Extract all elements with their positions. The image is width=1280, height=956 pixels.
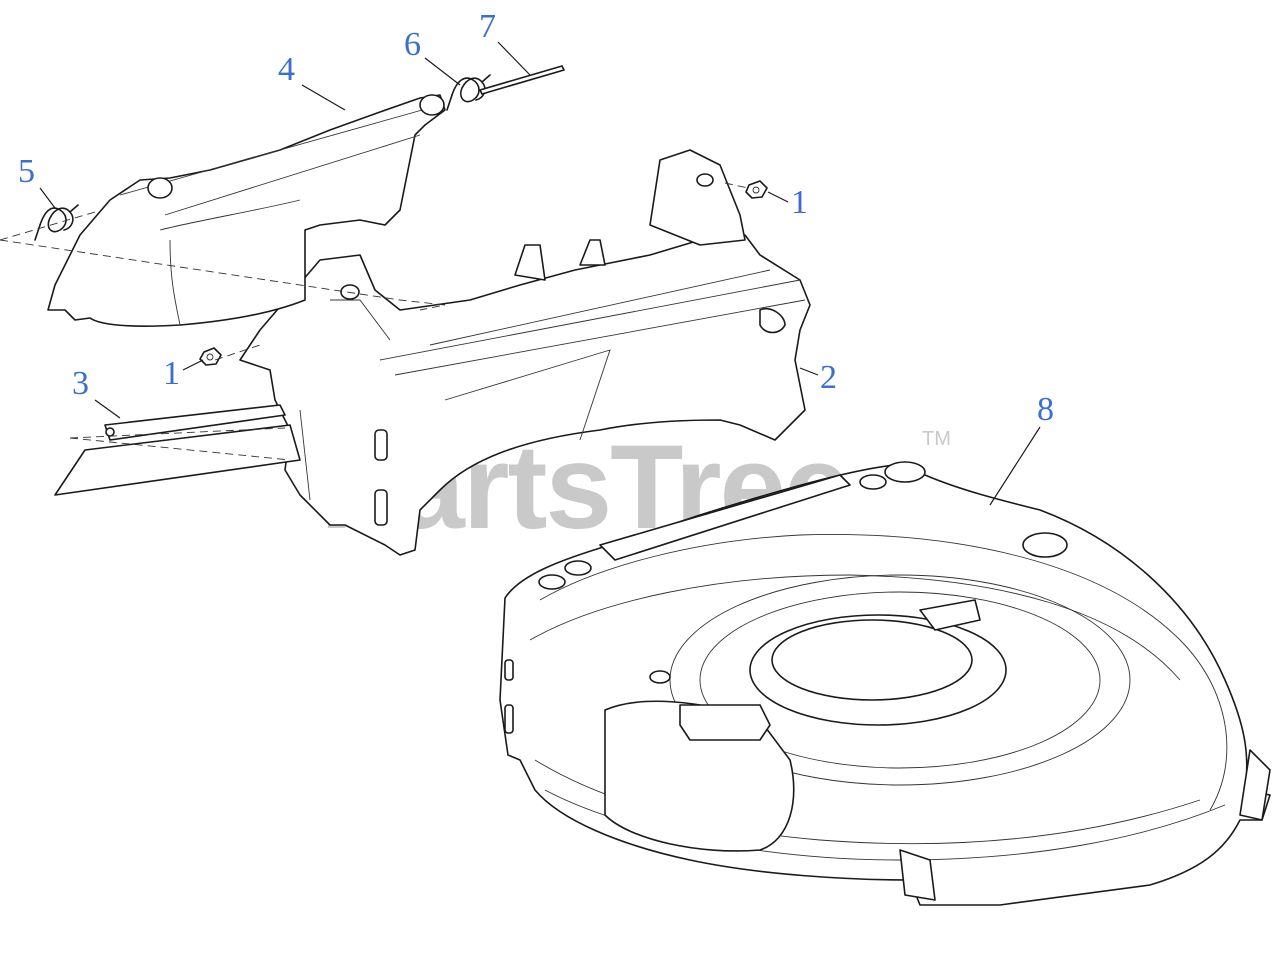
leader-lines [39,41,1041,506]
callout-4: 4 [278,51,295,88]
callout-1-right: 1 [791,184,808,221]
callout-3: 3 [72,365,89,402]
callout-6: 6 [404,26,421,63]
alignment-lines [0,182,749,461]
callout-5: 5 [18,153,35,190]
spring-left-part [34,204,79,241]
watermark-trademark: TM [922,428,951,450]
pin-part [479,65,565,95]
callout-1-left: 1 [163,355,180,392]
callout-7: 7 [479,8,496,45]
rear-flap-part [47,94,446,327]
nut-right-part [745,180,768,199]
callout-2: 2 [820,359,837,396]
rear-frame-part [239,149,811,556]
deck-part [499,461,1271,906]
spring-right-part [446,74,491,111]
nut-left-part [199,347,222,366]
hinge-rod-part [54,404,301,496]
callout-8: 8 [1037,391,1054,428]
